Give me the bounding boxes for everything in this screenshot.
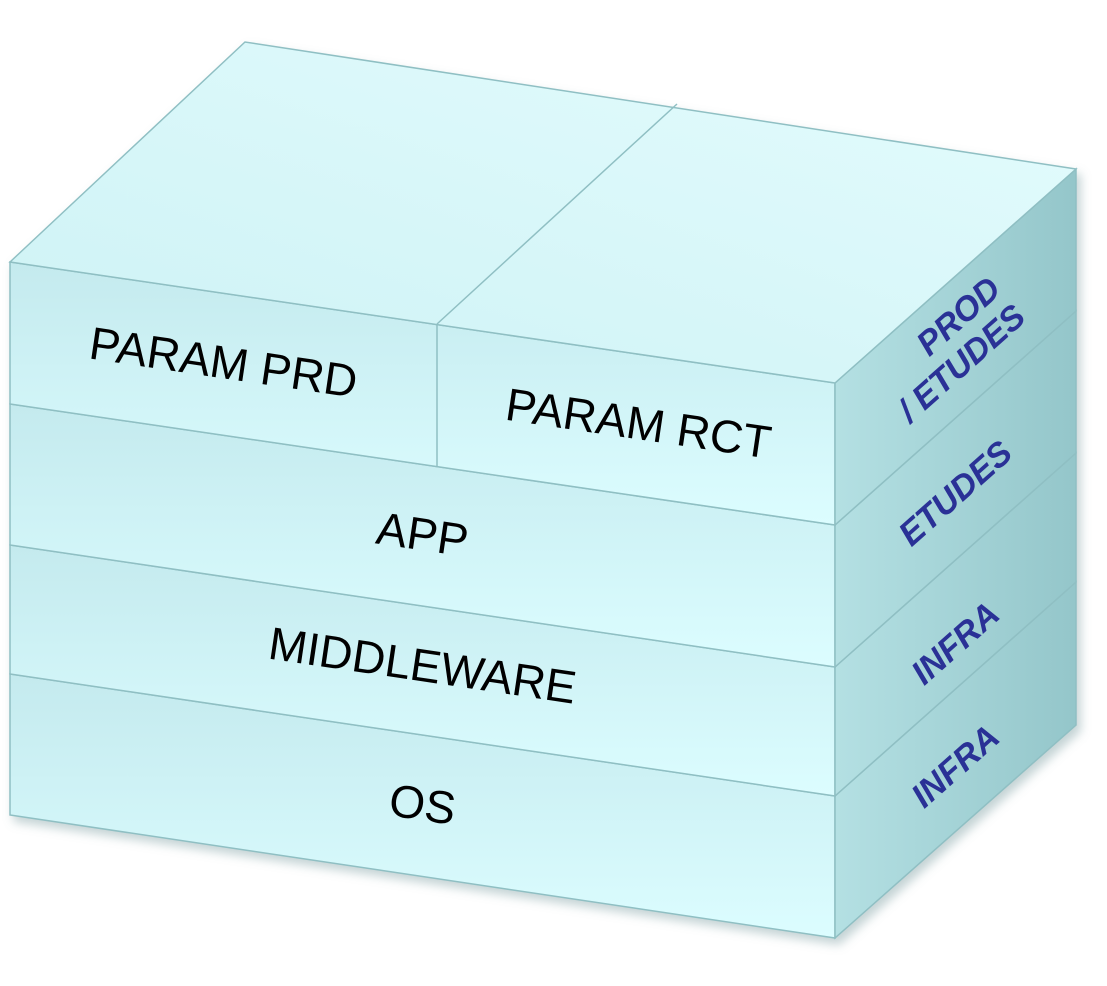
os-label: OS: [386, 774, 459, 835]
param-divider-top: [436, 103, 678, 325]
param-layer-top: [8, 41, 1078, 384]
